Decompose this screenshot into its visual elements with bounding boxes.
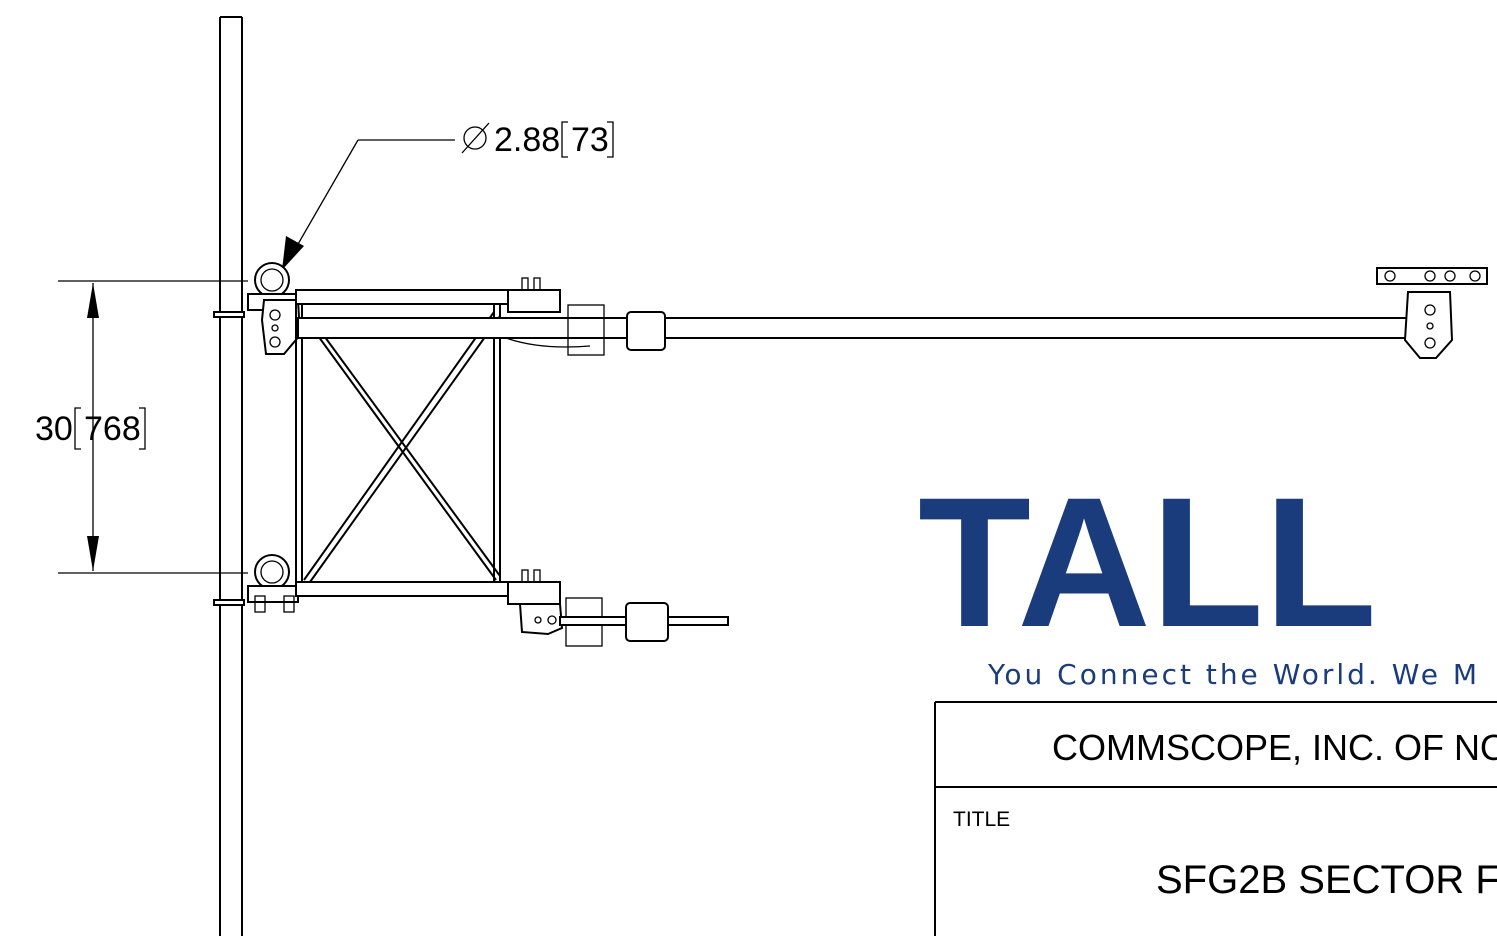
spacing-dimension: 30 768	[35, 280, 248, 574]
title-block: COMMSCOPE, INC. OF NORTH TITLE SFG2B SEC…	[934, 701, 1497, 936]
diameter-leader	[282, 139, 455, 270]
mounting-pipe	[219, 16, 243, 936]
diameter-metric: 73	[571, 121, 609, 159]
end-bracket	[1376, 267, 1488, 359]
logo: TALL You Connect the World. We M	[918, 460, 1480, 691]
upper-pipe-clamp	[213, 262, 302, 355]
diameter-dimension: 2.88 73	[461, 121, 614, 159]
company-name: COMMSCOPE, INC. OF NORTH	[1052, 727, 1497, 768]
logo-wordmark: TALL	[918, 460, 1377, 666]
logo-tagline: You Connect the World. We M	[987, 658, 1480, 691]
title-label: TITLE	[953, 808, 1010, 831]
spacing-metric: 768	[84, 410, 141, 448]
sector-frame	[295, 289, 509, 597]
spacing-value: 30	[35, 410, 73, 448]
lower-arm	[507, 569, 729, 647]
lower-pipe-clamp	[213, 554, 299, 613]
drawing-title: SFG2B SECTOR FRA	[1156, 858, 1497, 902]
diameter-value: 2.88	[494, 121, 560, 159]
